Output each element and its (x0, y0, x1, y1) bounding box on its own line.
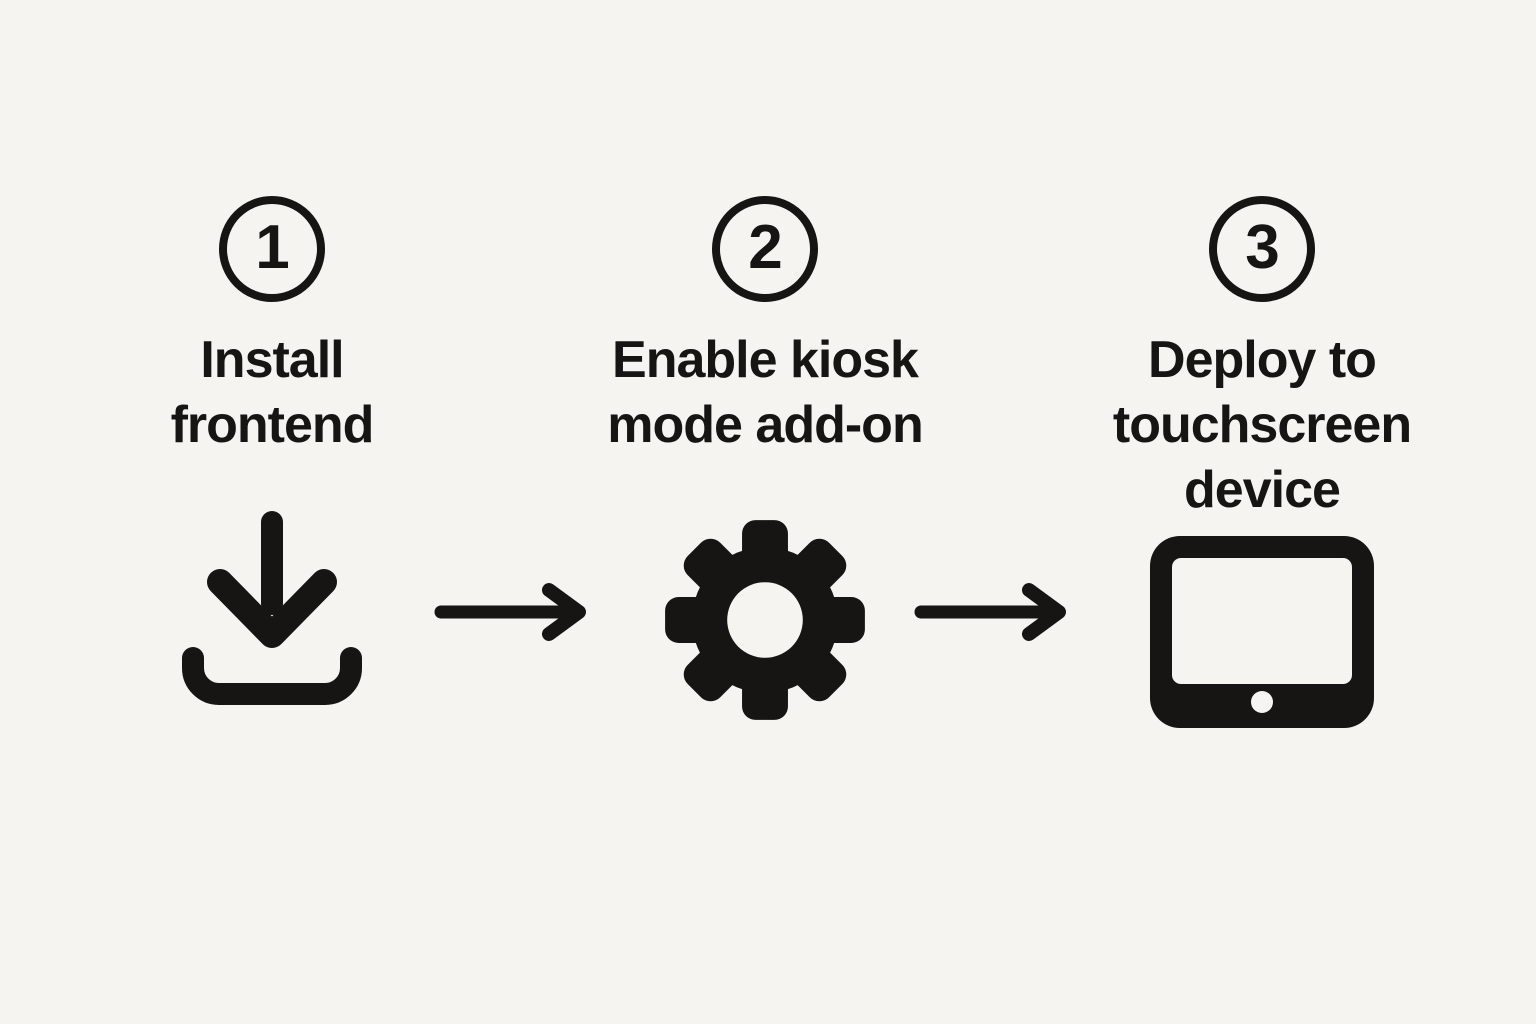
step-number-badge: 2 (712, 196, 818, 302)
step-deploy-touchscreen: 3 Deploy to touchscreen device (1054, 196, 1470, 816)
step-number: 2 (748, 213, 782, 282)
right-arrow-icon (433, 582, 593, 642)
step-title: Enable kiosk mode add-on (607, 331, 923, 454)
step-title: Deploy to touchscreen device (1112, 331, 1412, 519)
step-number-badge: 3 (1209, 196, 1315, 302)
step-number-badge: 1 (219, 196, 325, 302)
step-enable-kiosk-mode: 2 Enable kiosk mode add-on (557, 196, 973, 816)
step-number: 1 (255, 213, 289, 282)
download-icon (174, 508, 370, 714)
right-arrow-icon (913, 582, 1073, 642)
step-install-frontend: 1 Install frontend (64, 196, 480, 816)
step-title: Install frontend (170, 331, 375, 454)
step-number: 3 (1245, 213, 1279, 282)
tablet-icon (1150, 536, 1374, 728)
gear-icon (657, 512, 873, 728)
